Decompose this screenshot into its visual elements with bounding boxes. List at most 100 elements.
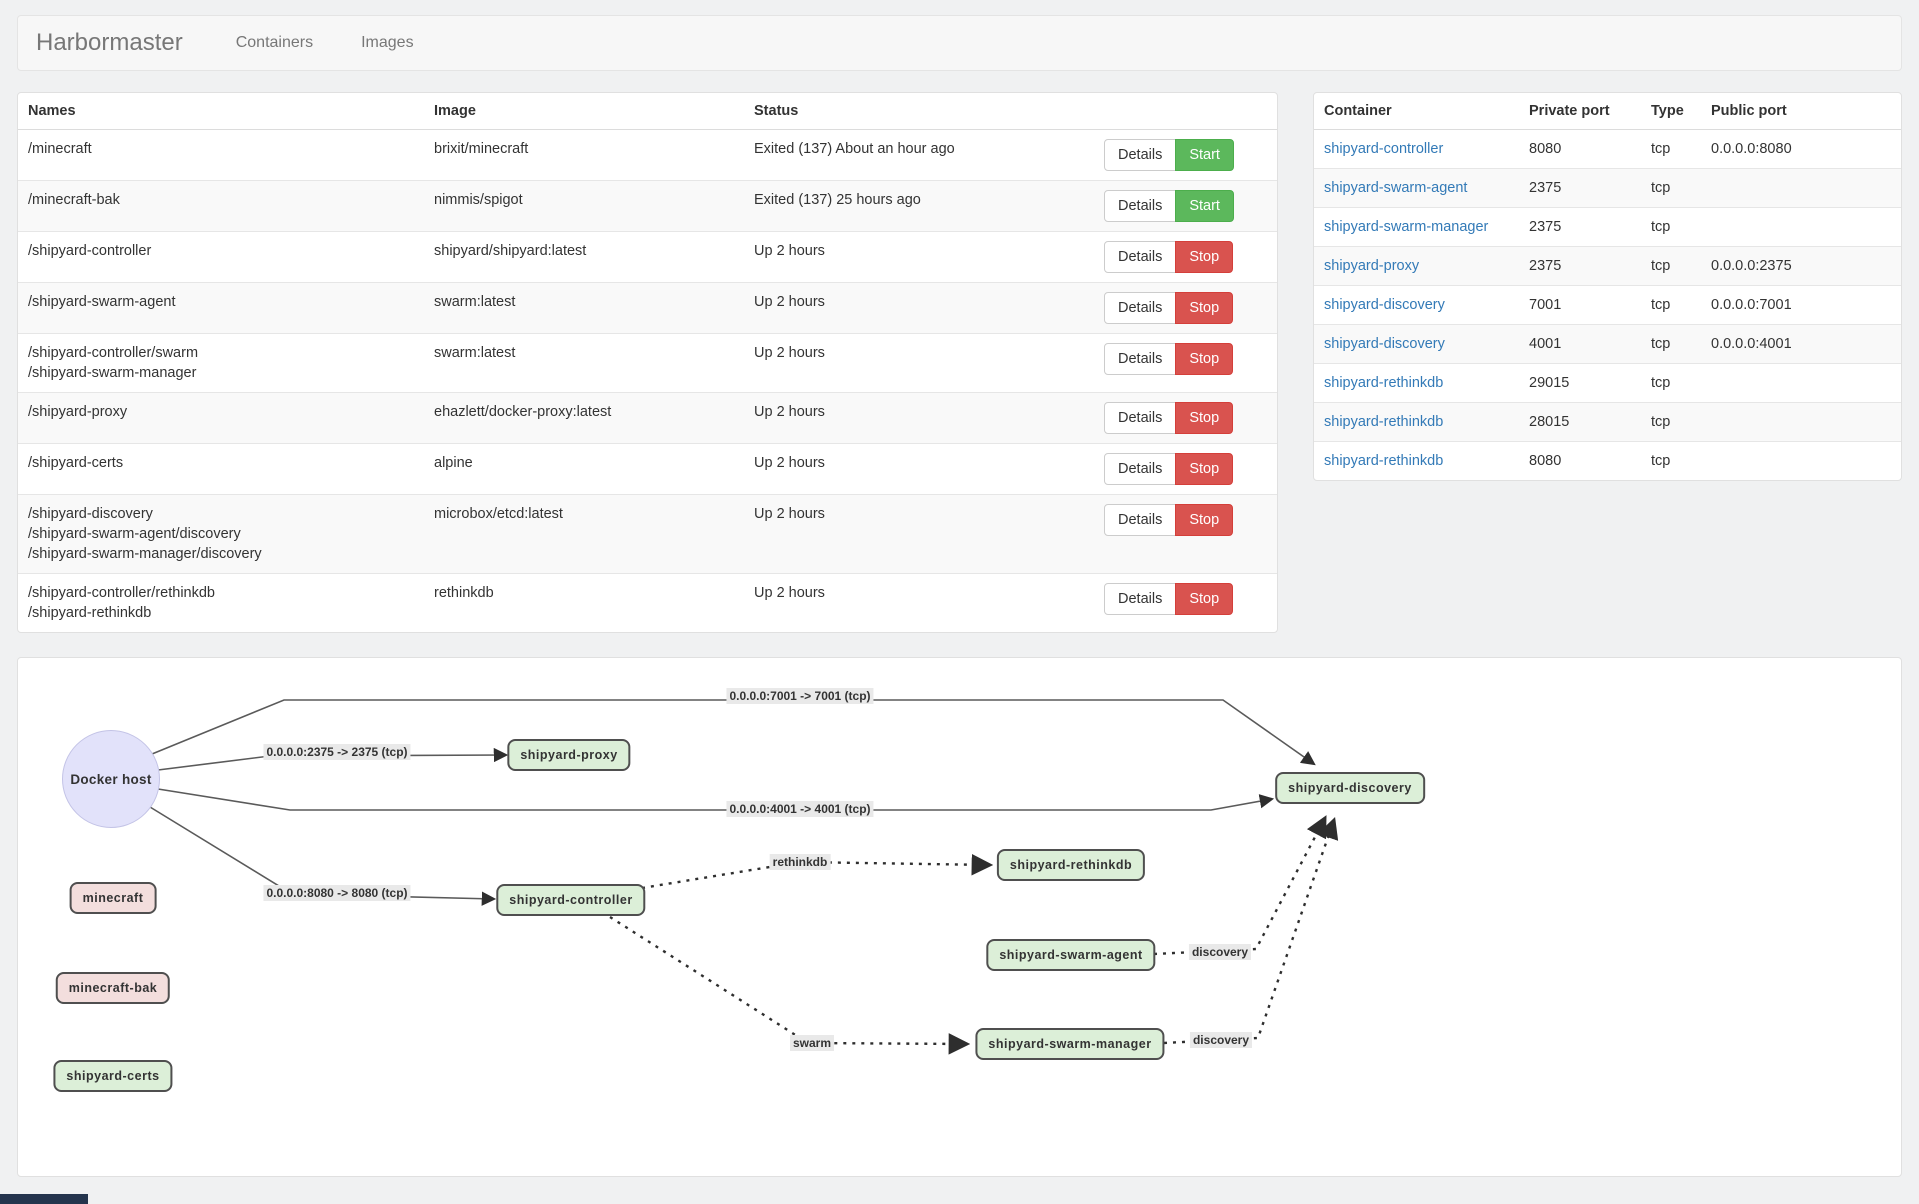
container-names: /minecraft [28,141,92,157]
port-type: tcp [1641,285,1701,325]
diagram-node-shipyard-rethinkdb[interactable]: shipyard-rethinkdb [996,849,1146,881]
start-button[interactable]: Start [1175,190,1234,222]
ports-header-row: Container Private port Type Public port [1314,93,1901,130]
public-port: 0.0.0.0:8080 [1711,141,1792,157]
container-row: /shipyard-certs alpine Up 2 hours Detail… [18,443,1277,495]
public-port [1701,168,1901,208]
container-link[interactable]: shipyard-swarm-manager [1324,219,1489,235]
container-image: swarm:latest [424,282,744,334]
port-type: tcp [1641,402,1701,442]
diagram-node-shipyard-certs[interactable]: shipyard-certs [53,1060,173,1092]
diagram-node-minecraft-bak[interactable]: minecraft-bak [55,972,171,1004]
public-port [1701,402,1901,442]
container-names: /shipyard-proxy [18,392,424,444]
stop-button[interactable]: Stop [1175,504,1234,536]
diagram-node-docker-host[interactable]: Docker host [62,730,160,828]
container-actions: Details Stop [1094,573,1277,632]
details-button[interactable]: Details [1104,343,1177,375]
container-image: brixit/minecraft [434,141,529,157]
public-port: 0.0.0.0:2375 [1701,246,1901,286]
diagram-node-shipyard-proxy[interactable]: shipyard-proxy [507,739,631,771]
nav-link-containers[interactable]: Containers [235,34,314,51]
private-port: 2375 [1519,168,1641,208]
details-button[interactable]: Details [1104,583,1177,615]
container-link[interactable]: shipyard-rethinkdb [1324,453,1444,469]
container-image: ehazlett/docker-proxy:latest [424,392,744,444]
container-row: /shipyard-controller/rethinkdb /shipyard… [18,573,1277,632]
container-row: /shipyard-discovery /shipyard-swarm-agen… [18,494,1277,574]
edge-label-discovery-manager: discovery [1189,1032,1253,1048]
container-status: Up 2 hours [744,282,1094,334]
container-link[interactable]: shipyard-rethinkdb [1324,414,1444,430]
container-link[interactable]: shipyard-rethinkdb [1324,375,1444,391]
container-link[interactable]: shipyard-controller [1324,141,1444,157]
container-row: /shipyard-controller/swarm /shipyard-swa… [18,333,1277,393]
container-names: /shipyard-controller/rethinkdb /shipyard… [18,573,424,632]
app-brand[interactable]: Harbormaster [36,29,183,56]
container-actions: Details Stop [1094,231,1277,283]
details-button[interactable]: Details [1104,402,1177,434]
container-image: rethinkdb [424,573,744,632]
stop-button[interactable]: Stop [1175,343,1234,375]
container-image: shipyard/shipyard:latest [424,231,744,283]
diagram-node-shipyard-controller[interactable]: shipyard-controller [496,884,646,916]
port-row: shipyard-rethinkdb 29015 tcp [1314,363,1901,403]
edge-label-swarm: swarm [789,1035,835,1051]
diagram-node-shipyard-swarm-agent[interactable]: shipyard-swarm-agent [986,939,1156,971]
port-row: shipyard-swarm-manager 2375 tcp [1314,207,1901,247]
port-type: tcp [1641,441,1701,480]
nav-link-images[interactable]: Images [361,34,414,51]
details-button[interactable]: Details [1104,190,1177,222]
details-button[interactable]: Details [1104,453,1177,485]
diagram-node-minecraft[interactable]: minecraft [69,882,157,914]
container-actions: Details Stop [1094,443,1277,495]
container-link[interactable]: shipyard-discovery [1324,336,1445,352]
main-content: Names Image Status /minecraft brixit/min… [17,92,1902,633]
diagram-node-shipyard-swarm-manager[interactable]: shipyard-swarm-manager [975,1028,1165,1060]
diagram-node-shipyard-discovery[interactable]: shipyard-discovery [1275,772,1425,804]
details-button[interactable]: Details [1104,139,1177,171]
details-button[interactable]: Details [1104,504,1177,536]
container-link[interactable]: shipyard-swarm-agent [1324,180,1468,196]
stop-button[interactable]: Stop [1175,583,1234,615]
port-row: shipyard-rethinkdb 28015 tcp [1314,402,1901,442]
container-status: Up 2 hours [744,333,1094,393]
container-status: Exited (137) About an hour ago [754,141,955,157]
private-port: 29015 [1519,363,1641,403]
container-graph-canvas[interactable]: Docker host minecraft minecraft-bak ship… [17,657,1902,1177]
container-actions: Details Stop [1094,494,1277,574]
container-row: /shipyard-controller shipyard/shipyard:l… [18,231,1277,283]
container-names: /shipyard-certs [18,443,424,495]
public-port [1701,441,1901,480]
start-button[interactable]: Start [1175,139,1234,171]
public-port [1701,207,1901,247]
private-port: 4001 [1519,324,1641,364]
port-type: tcp [1641,207,1701,247]
container-actions: Details Start [1094,180,1277,232]
stop-button[interactable]: Stop [1175,402,1234,434]
edge-label-7001: 0.0.0.0:7001 -> 7001 (tcp) [726,688,874,704]
edge-label-rethinkdb: rethinkdb [769,854,831,870]
details-button[interactable]: Details [1104,292,1177,324]
container-status: Up 2 hours [744,573,1094,632]
port-row: shipyard-discovery 7001 tcp 0.0.0.0:7001 [1314,285,1901,325]
private-port: 7001 [1519,285,1641,325]
port-row: shipyard-controller 8080 tcp 0.0.0.0:808… [1314,130,1901,169]
edge-label-2375: 0.0.0.0:2375 -> 2375 (tcp) [263,744,411,760]
stop-button[interactable]: Stop [1175,453,1234,485]
container-link[interactable]: shipyard-proxy [1324,258,1420,274]
container-image: alpine [424,443,744,495]
container-link[interactable]: shipyard-discovery [1324,297,1445,313]
col-header-type: Type [1641,93,1701,130]
container-names: /shipyard-discovery /shipyard-swarm-agen… [18,494,424,574]
stop-button[interactable]: Stop [1175,241,1234,273]
col-header-names: Names [18,93,424,130]
port-row: shipyard-discovery 4001 tcp 0.0.0.0:4001 [1314,324,1901,364]
container-actions: Details Start [1094,130,1277,181]
stop-button[interactable]: Stop [1175,292,1234,324]
edge-label-4001: 0.0.0.0:4001 -> 4001 (tcp) [726,801,874,817]
port-type: tcp [1651,141,1671,157]
ports-table: Container Private port Type Public port … [1314,93,1901,480]
details-button[interactable]: Details [1104,241,1177,273]
port-type: tcp [1641,168,1701,208]
